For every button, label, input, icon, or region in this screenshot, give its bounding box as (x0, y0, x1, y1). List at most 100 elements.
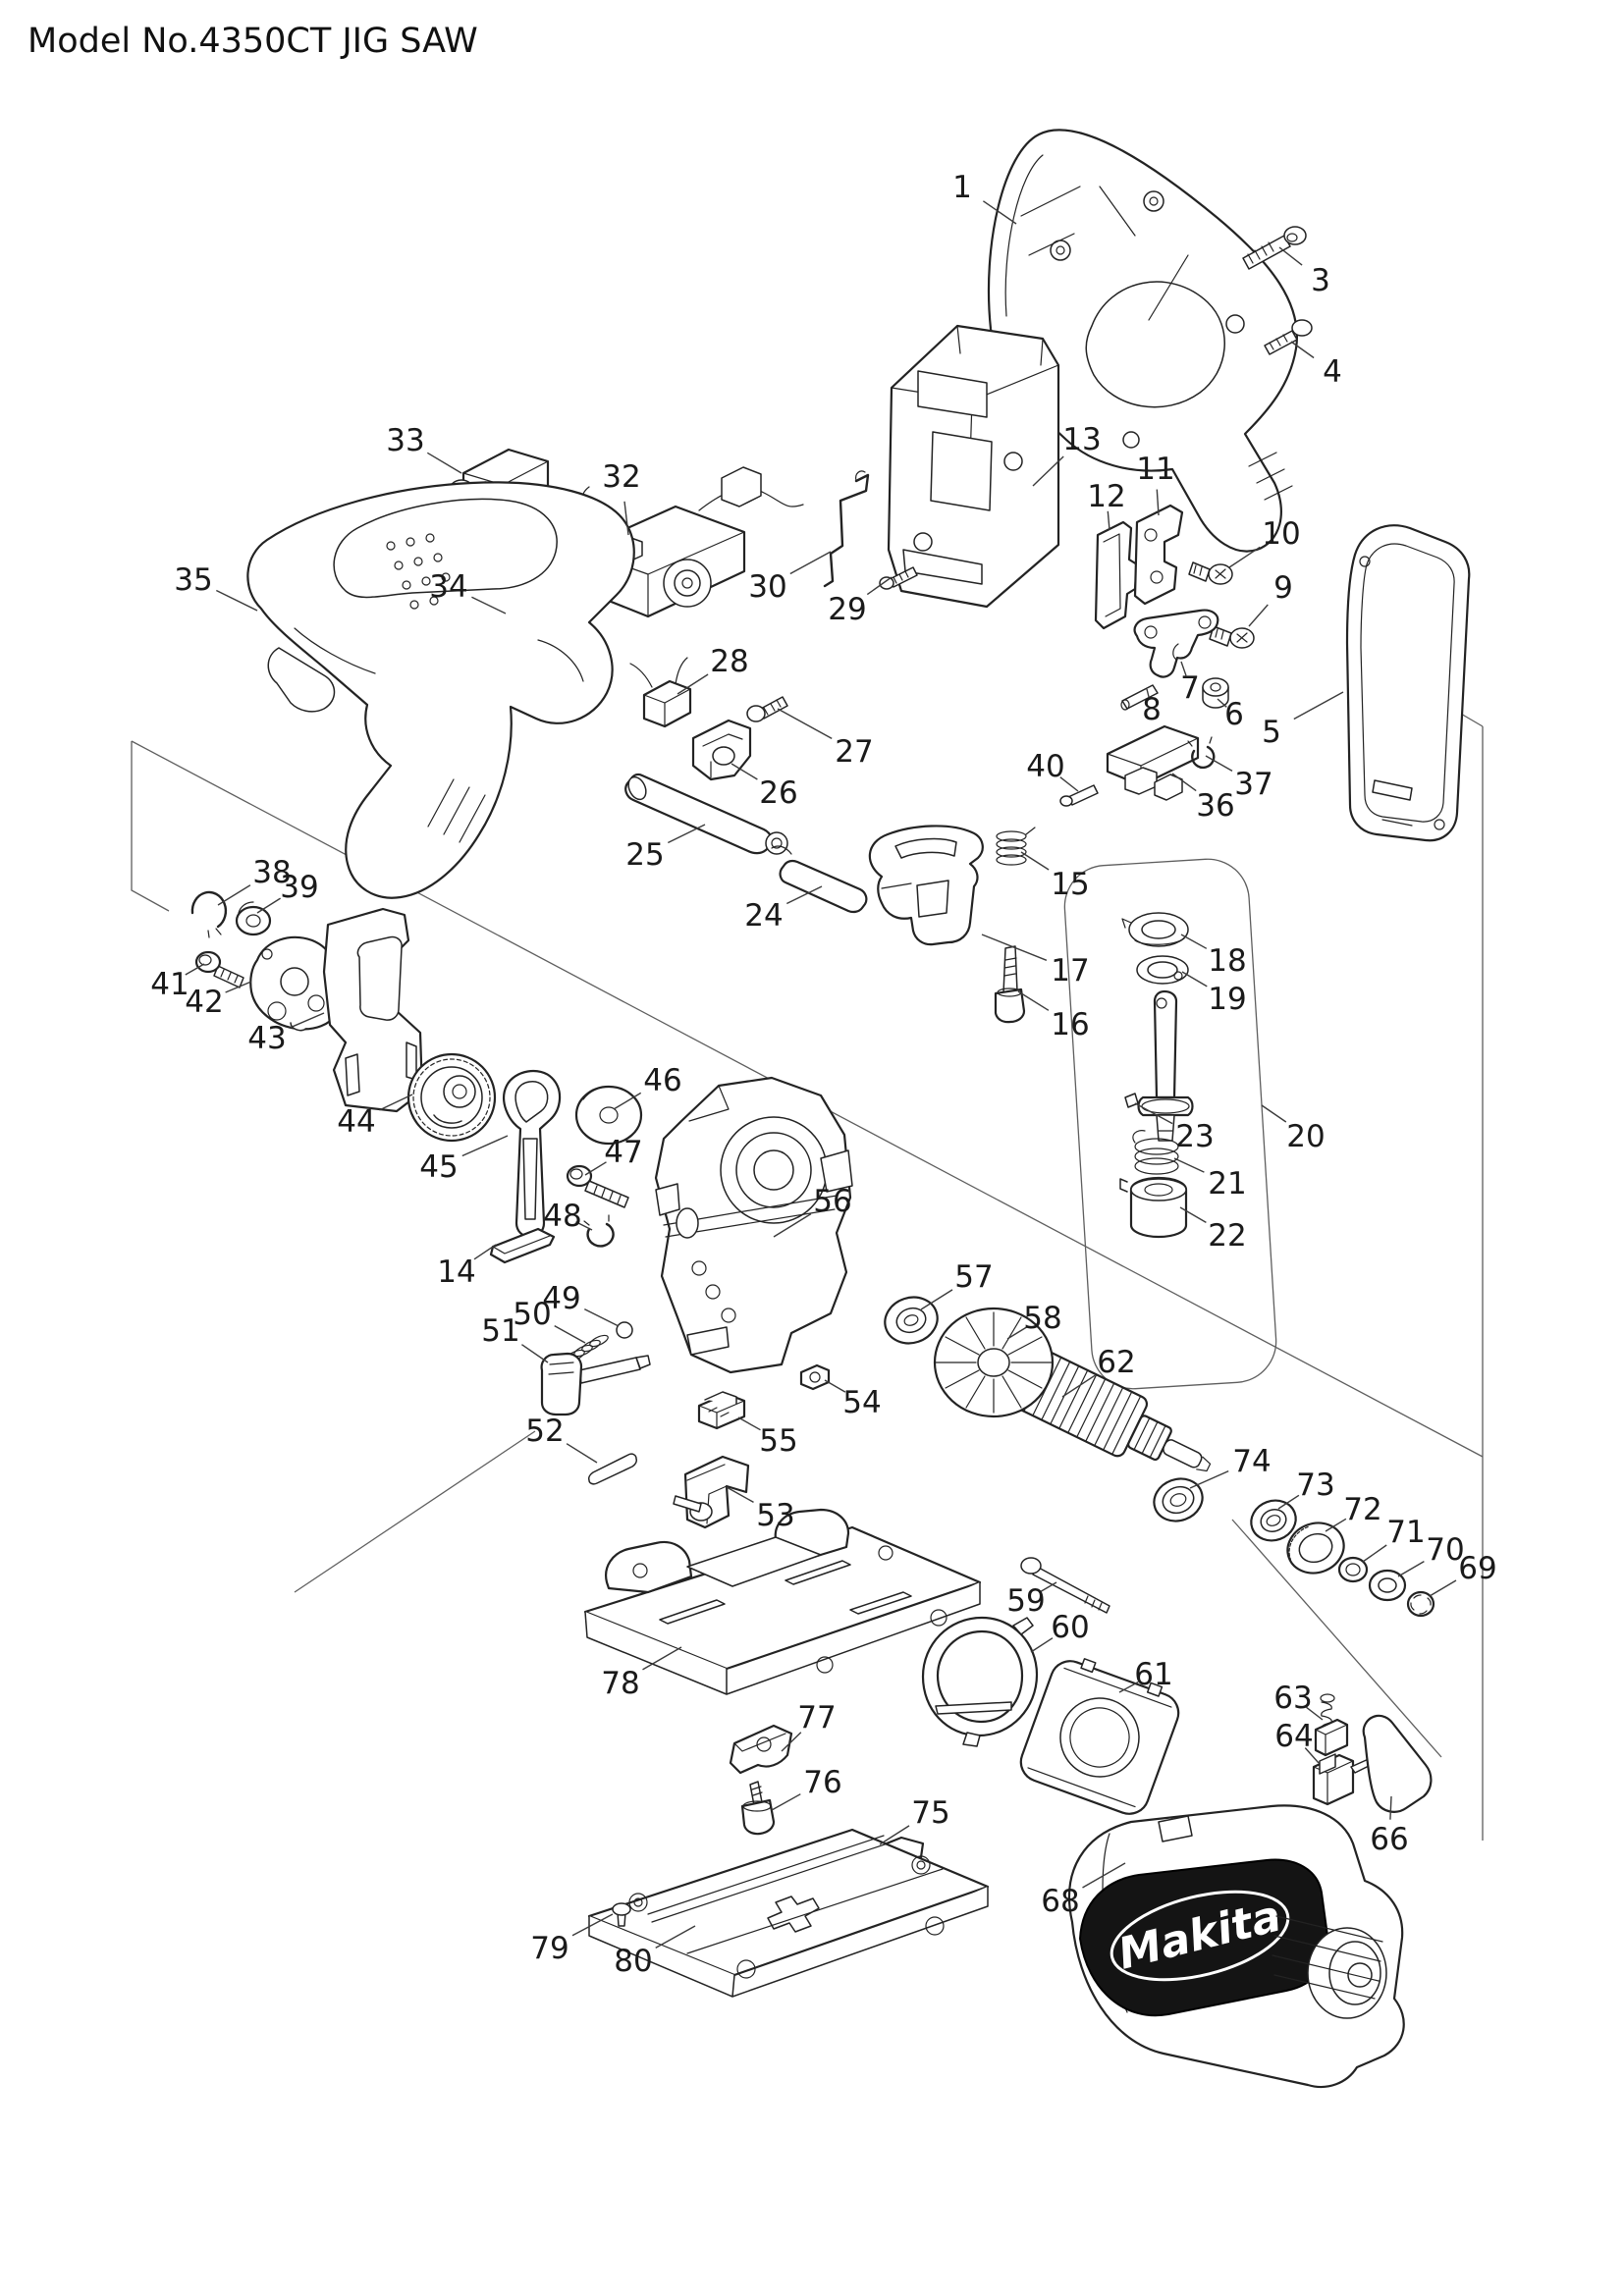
part-label-26: 26 (759, 775, 797, 811)
part-art-56 (654, 1076, 853, 1374)
part-label-13: 13 (1062, 422, 1101, 457)
part-art-16 (994, 945, 1026, 1024)
leader-56 (773, 1213, 812, 1238)
leader-51 (521, 1344, 549, 1363)
part-illustrations: Makita (190, 129, 1471, 2089)
part-art-29 (879, 566, 918, 590)
leader-35 (215, 589, 258, 612)
part-label-36: 36 (1196, 788, 1234, 824)
part-art-15 (996, 827, 1036, 866)
part-label-29: 29 (828, 592, 866, 627)
leader-45 (461, 1135, 509, 1157)
part-art-7 (1133, 609, 1219, 678)
part-label-25: 25 (625, 837, 664, 873)
part-art-36 (1106, 724, 1200, 801)
part-art-60 (921, 1616, 1039, 1747)
part-art-53 (673, 1455, 750, 1529)
part-art-27 (746, 696, 788, 722)
leader-78 (642, 1646, 682, 1671)
part-art-78 (583, 1508, 982, 1695)
part-art-74 (1153, 1477, 1204, 1522)
leader-49 (583, 1308, 620, 1327)
part-art-79 (612, 1902, 631, 1927)
leader-75 (879, 1825, 910, 1845)
part-label-33: 33 (386, 423, 424, 458)
leader-39 (256, 897, 281, 914)
part-label-12: 12 (1087, 479, 1125, 514)
leader-11 (1156, 489, 1160, 516)
part-label-56: 56 (813, 1184, 851, 1219)
part-art-51 (540, 1352, 651, 1416)
part-art-24 (771, 845, 868, 914)
leader-30 (789, 551, 832, 575)
part-label-41: 41 (150, 967, 189, 1002)
leader-61 (1118, 1681, 1139, 1693)
leader-8 (1146, 688, 1151, 701)
part-label-64: 64 (1274, 1719, 1313, 1754)
part-label-48: 48 (543, 1199, 581, 1234)
part-art-11 (1133, 504, 1184, 606)
part-label-4: 4 (1323, 354, 1342, 390)
part-art-26 (691, 719, 752, 781)
part-art-20-rod (1137, 989, 1194, 1142)
part-label-47: 47 (604, 1135, 642, 1170)
part-art-61 (1019, 1658, 1180, 1815)
part-art-40 (1059, 784, 1099, 807)
part-label-68: 68 (1041, 1884, 1079, 1919)
part-art-48 (583, 1214, 615, 1248)
group-20-outline (1063, 858, 1277, 1390)
part-art-41 (194, 950, 244, 988)
leader-77 (781, 1732, 802, 1752)
part-label-53: 53 (756, 1498, 794, 1533)
leader-26 (731, 763, 758, 780)
part-art-38 (190, 890, 228, 938)
part-label-60: 60 (1051, 1610, 1089, 1645)
part-label-11: 11 (1136, 452, 1174, 487)
leader-73 (1277, 1494, 1300, 1510)
part-label-16: 16 (1051, 1007, 1089, 1042)
part-label-32: 32 (602, 459, 640, 495)
part-label-51: 51 (481, 1313, 519, 1349)
part-label-55: 55 (759, 1423, 797, 1459)
leader-13 (1032, 455, 1064, 487)
part-art-18 (1121, 912, 1189, 947)
leader-24 (785, 885, 823, 905)
part-art-23 (1124, 1093, 1139, 1108)
leader-18 (1180, 934, 1208, 949)
part-label-61: 61 (1134, 1657, 1172, 1692)
part-label-46: 46 (643, 1063, 681, 1098)
part-art-8 (1120, 684, 1159, 711)
part-label-62: 62 (1097, 1345, 1135, 1380)
leader-60 (1030, 1637, 1054, 1653)
phantom-motor-line (1231, 1519, 1442, 1758)
leader-32 (623, 501, 629, 536)
part-label-17: 17 (1051, 953, 1089, 988)
part-art-70 (1368, 1569, 1407, 1602)
leader-29 (866, 576, 893, 596)
part-label-21: 21 (1208, 1166, 1246, 1201)
part-art-76 (740, 1781, 776, 1836)
part-art-59 (1020, 1557, 1110, 1614)
part-label-77: 77 (797, 1700, 836, 1735)
part-art-80 (587, 1828, 990, 1998)
part-label-74: 74 (1232, 1444, 1271, 1479)
leader-6 (1217, 698, 1227, 708)
leader-16 (1017, 990, 1050, 1011)
part-art-72 (1286, 1522, 1345, 1575)
leader-43 (290, 1012, 325, 1029)
leader-40 (1059, 776, 1079, 792)
part-label-10: 10 (1262, 516, 1300, 552)
part-art-45 (503, 1069, 562, 1239)
part-label-40: 40 (1026, 749, 1064, 784)
part-art-46 (574, 1085, 643, 1146)
part-label-34: 34 (429, 569, 467, 605)
part-art-43 (322, 907, 424, 1113)
part-art-30 (823, 470, 870, 588)
leader-70 (1397, 1560, 1425, 1577)
leader-10 (1228, 546, 1261, 568)
leader-68 (1082, 1862, 1126, 1889)
leader-66 (1389, 1795, 1392, 1820)
part-label-45: 45 (419, 1149, 458, 1185)
